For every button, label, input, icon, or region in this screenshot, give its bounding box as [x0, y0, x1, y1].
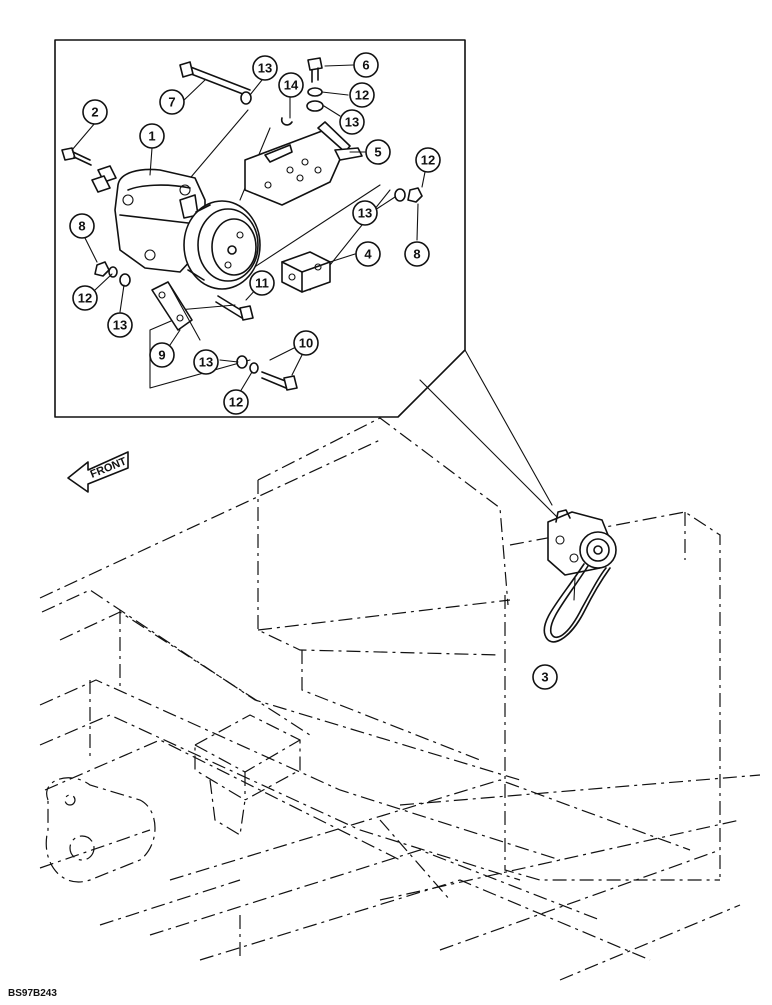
- callout-c13c: 13: [352, 200, 378, 226]
- callout-label: 14: [284, 78, 299, 93]
- fasteners: [61, 57, 423, 391]
- callout-c4: 4: [355, 241, 381, 267]
- callout-label: 6: [362, 58, 369, 73]
- callout-label: 12: [78, 291, 92, 306]
- callout-label: 9: [158, 348, 165, 363]
- callout-label: 13: [258, 61, 272, 76]
- machine-phantom-outline: [39, 417, 761, 981]
- callout-label: 10: [299, 336, 313, 351]
- callout-label: 13: [199, 355, 213, 370]
- callout-c6: 6: [353, 52, 379, 78]
- callout-c5: 5: [365, 139, 391, 165]
- callout-c14: 14: [278, 72, 304, 98]
- callout-c12b: 12: [415, 147, 441, 173]
- callout-label: 1: [148, 129, 155, 144]
- callout-c13b: 13: [339, 109, 365, 135]
- callout-label: 5: [374, 145, 381, 160]
- part-5-bracket: [244, 121, 363, 206]
- callout-c10: 10: [293, 330, 319, 356]
- callout-c2: 2: [82, 99, 108, 125]
- callout-c12d: 12: [223, 389, 249, 415]
- callout-label: 4: [364, 247, 372, 262]
- callout-label: 8: [78, 219, 85, 234]
- callout-c8a: 8: [69, 213, 95, 239]
- callout-c13d: 13: [107, 312, 133, 338]
- callout-label: 3: [541, 670, 548, 685]
- callout-label: 12: [229, 395, 243, 410]
- detail-box-frame: [54, 39, 466, 418]
- callout-label: 7: [168, 95, 175, 110]
- callout-label: 8: [413, 247, 420, 262]
- callout-label: 12: [421, 153, 435, 168]
- detail-leader-line: [419, 379, 561, 521]
- callout-label: 12: [355, 88, 369, 103]
- callout-leaders: [71, 64, 426, 393]
- callout-label: 13: [113, 318, 127, 333]
- callout-label: 11: [255, 276, 269, 291]
- callout-c3: 3: [532, 664, 558, 690]
- part-1-compressor: [91, 165, 261, 290]
- installed-compressor: [543, 509, 617, 643]
- callout-c12c: 12: [72, 285, 98, 311]
- callout-c8b: 8: [404, 241, 430, 267]
- callout-c13e: 13: [193, 349, 219, 375]
- callout-c11: 11: [249, 270, 275, 296]
- callout-c12a: 12: [349, 82, 375, 108]
- part-9-brace: [151, 281, 201, 341]
- callout-c9: 9: [149, 342, 175, 368]
- callout-c13a: 13: [252, 55, 278, 81]
- callout-label: 2: [91, 105, 98, 120]
- callout-label: 13: [345, 115, 359, 130]
- figure-code: BS97B243: [8, 988, 57, 999]
- callout-c7: 7: [159, 89, 185, 115]
- front-direction-arrow: FRONT: [67, 451, 129, 493]
- callout-label: 13: [358, 206, 372, 221]
- part-4-block: [281, 251, 331, 293]
- callout-c1: 1: [139, 123, 165, 149]
- front-label: FRONT: [89, 455, 129, 480]
